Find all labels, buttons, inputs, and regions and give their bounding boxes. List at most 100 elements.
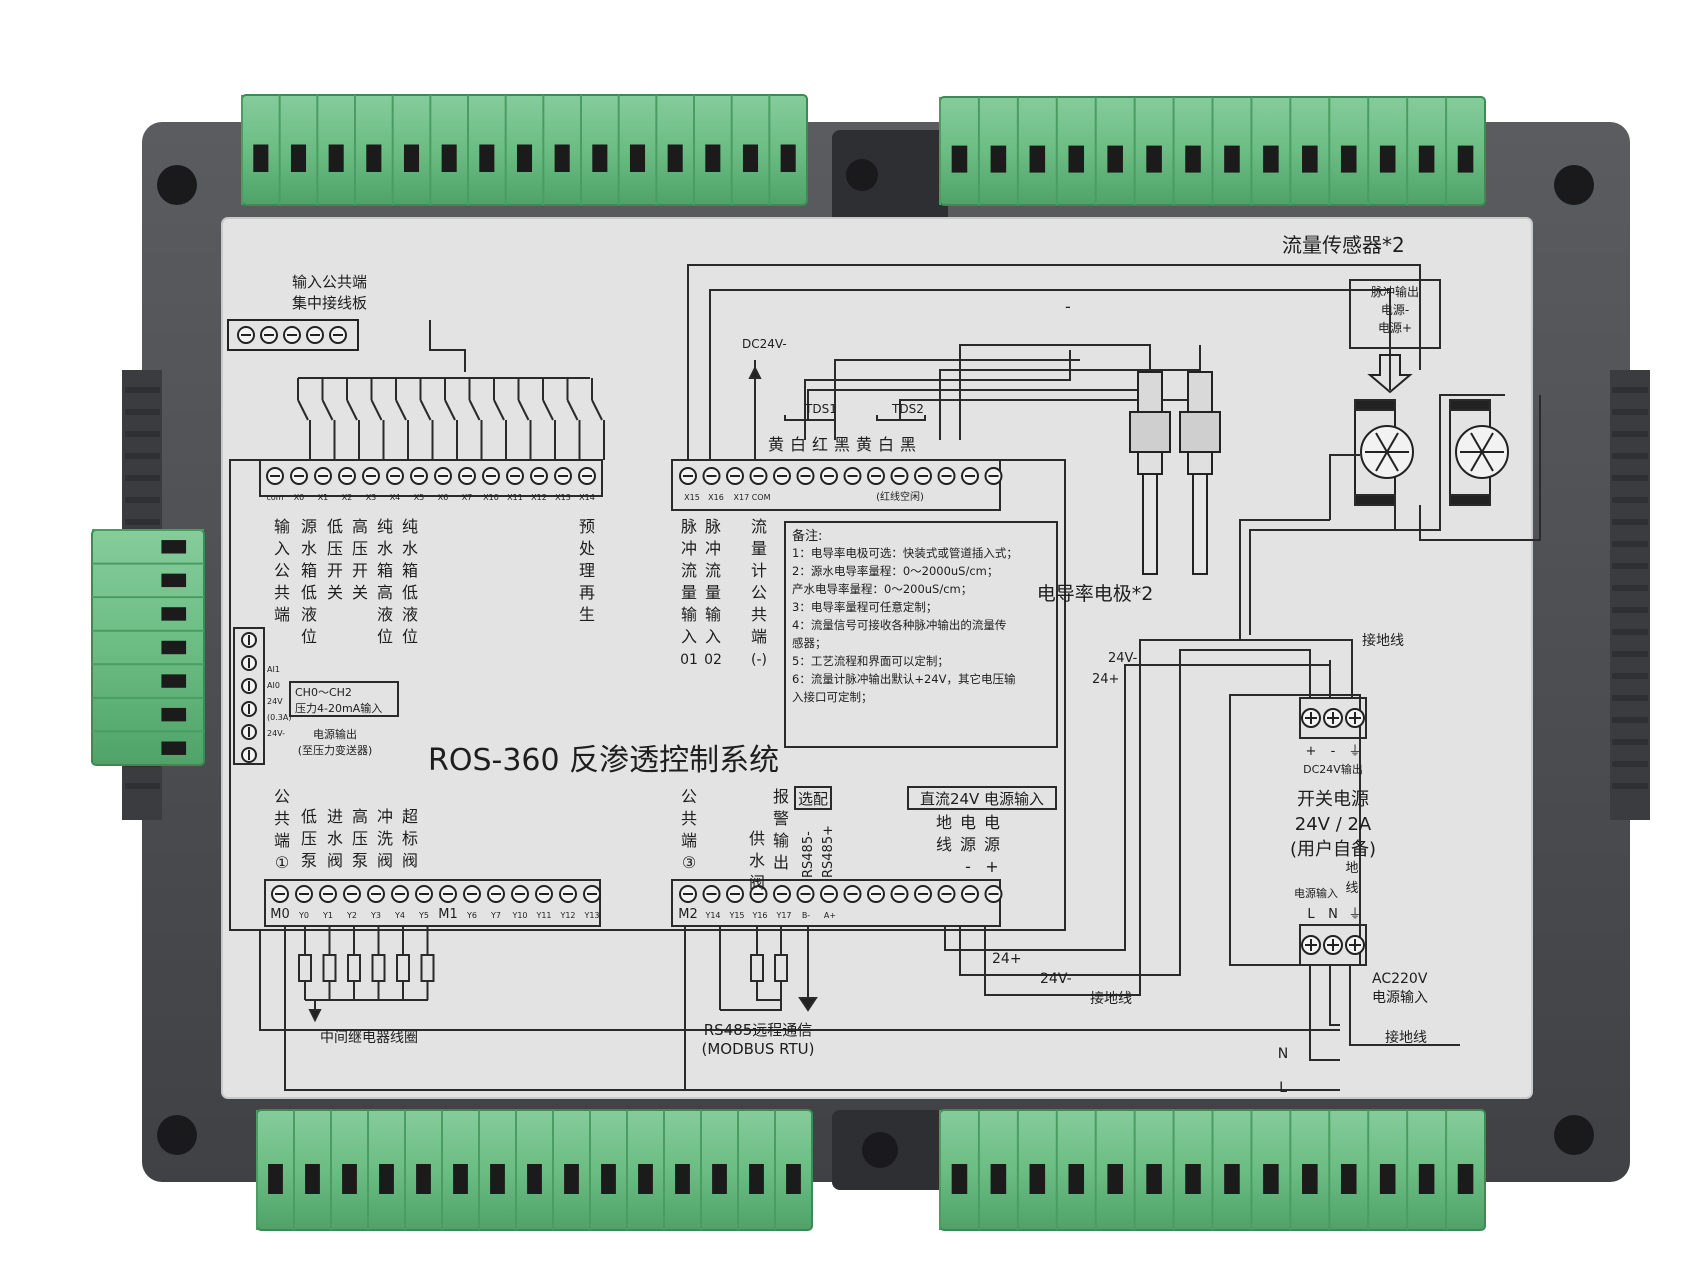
pulse-column-label: 冲 bbox=[681, 539, 697, 558]
notes-line: 入接口可定制； bbox=[792, 690, 873, 704]
wire bbox=[1349, 965, 1460, 1046]
output2-column-label: ③ bbox=[682, 853, 696, 872]
terminal-screw-slot bbox=[1379, 145, 1396, 173]
input-column-label: 位 bbox=[402, 627, 418, 646]
input-column-label: 箱 bbox=[402, 561, 418, 580]
wire bbox=[419, 399, 432, 421]
input-column-label: 水 bbox=[377, 539, 393, 558]
optional-label: 选配 bbox=[798, 790, 828, 808]
terminal-screw-slot bbox=[705, 144, 721, 172]
output-column-label: 阀 bbox=[402, 851, 418, 870]
notes-line: 感器； bbox=[792, 636, 827, 650]
psu-note: (用户自备) bbox=[1290, 839, 1376, 860]
terminal-screw-slot bbox=[1185, 145, 1201, 173]
input-column-label: 位 bbox=[377, 627, 393, 646]
terminal-screw-slot bbox=[1418, 145, 1435, 173]
terminal-screw-slot bbox=[342, 1164, 357, 1194]
output-column-label: 压 bbox=[301, 829, 317, 848]
analog-terminal-strip bbox=[233, 627, 265, 765]
pulse-column-label: 端 bbox=[751, 627, 767, 646]
terminal-screw-slot bbox=[667, 144, 683, 172]
terminal-screw-slot bbox=[780, 144, 796, 172]
wire bbox=[939, 369, 1200, 440]
terminal-screw-slot bbox=[328, 144, 344, 172]
output-terminal-label: Y13 bbox=[583, 911, 599, 920]
input-terminal-label: com bbox=[266, 493, 283, 502]
dc24-input-label: 源 bbox=[960, 835, 976, 854]
input-column-label: 低 bbox=[327, 517, 343, 536]
flow-sensor bbox=[1449, 399, 1509, 506]
common-board-box bbox=[227, 319, 359, 351]
rs485-label: RS485- bbox=[801, 831, 816, 878]
terminal-screw-slot bbox=[601, 1164, 616, 1194]
input-column-label: 低 bbox=[402, 583, 418, 602]
psu-rating: 24V / 2A bbox=[1295, 814, 1372, 835]
psu-power-input: 电源输入 bbox=[1294, 886, 1338, 900]
input-terminal-label: X2 bbox=[342, 493, 353, 502]
psu-ac-terminal-label: ⏚ bbox=[1348, 907, 1361, 922]
right-wire-label: 24V- bbox=[1108, 651, 1138, 666]
terminal-screw-slot bbox=[453, 1164, 468, 1194]
pulse-column-label: 脉 bbox=[705, 517, 721, 536]
psu-ac-terminal-label: L bbox=[1307, 907, 1315, 922]
pulse-terminal-strip bbox=[671, 459, 1001, 511]
terminal-screw-slot bbox=[1457, 145, 1474, 173]
input-terminal-label: X4 bbox=[390, 493, 401, 502]
input-column-label: 高 bbox=[352, 517, 368, 536]
pulse-column-label: 公 bbox=[751, 583, 767, 602]
input-column-label: 位 bbox=[301, 627, 317, 646]
output2-column-label: 出 bbox=[773, 853, 789, 872]
terminal-screw-slot bbox=[629, 144, 646, 172]
right-wire-label: 接地线 bbox=[1362, 632, 1404, 649]
input-column-label: 压 bbox=[352, 539, 368, 558]
common-board-label: 集中接线板 bbox=[292, 294, 367, 312]
input-terminal-label: X10 bbox=[483, 493, 499, 502]
terminal-screw-slot bbox=[1029, 145, 1046, 173]
dc24-input-label: + bbox=[985, 857, 998, 876]
probe-stem bbox=[1142, 473, 1158, 575]
terminal-screw-slot bbox=[951, 1164, 968, 1194]
pulse-column-label: 入 bbox=[705, 627, 721, 646]
output2-terminal-label: Y14 bbox=[704, 911, 720, 920]
analog-label: (0.3A) bbox=[267, 713, 291, 722]
dc24-input-label: 源 bbox=[984, 835, 1000, 854]
pulse-column-label: 01 bbox=[680, 652, 698, 668]
wire-label: 接地线 bbox=[1090, 990, 1132, 1007]
output2-terminal-label: Y15 bbox=[728, 911, 744, 920]
terminal-screw-slot bbox=[592, 144, 608, 172]
terminal-screw-slot bbox=[1340, 145, 1357, 173]
wire bbox=[444, 399, 456, 421]
terminal-screw-slot bbox=[1418, 1164, 1435, 1194]
terminal-screw-slot bbox=[305, 1164, 320, 1194]
output-terminal-label: Y1 bbox=[322, 911, 333, 920]
probe-head bbox=[1137, 371, 1163, 413]
output2-column-label: 水 bbox=[749, 851, 765, 870]
wire bbox=[517, 399, 530, 421]
wire bbox=[984, 639, 1230, 996]
terminal-screw-slot bbox=[161, 674, 187, 688]
output-column-label: 端 bbox=[274, 831, 290, 850]
output-column-label: 进 bbox=[327, 807, 343, 826]
analog-box-label: 压力4-20mA输入 bbox=[295, 701, 382, 715]
input-column-label: 预 bbox=[579, 517, 595, 536]
wire bbox=[756, 981, 782, 1001]
terminal-screw-slot bbox=[1068, 1164, 1085, 1194]
input-column-label: 再 bbox=[579, 583, 595, 602]
notes-title: 备注: bbox=[792, 528, 822, 544]
flow-sensor-title: 流量传感器*2 bbox=[1282, 233, 1405, 257]
output2-column-label: 端 bbox=[681, 831, 697, 850]
input-column-label: 高 bbox=[377, 583, 393, 602]
probe-head bbox=[1187, 371, 1213, 413]
input-column-label: 低 bbox=[301, 583, 317, 602]
output-column-label: 公 bbox=[274, 787, 290, 806]
output2-terminal-label: M2 bbox=[678, 907, 698, 922]
wire bbox=[370, 399, 383, 421]
terminal-screw-slot bbox=[268, 1164, 283, 1194]
terminal-screw-slot bbox=[253, 144, 269, 172]
controller-outline bbox=[229, 459, 1066, 931]
wire bbox=[959, 649, 1311, 976]
notes-line: 产水电导率量程：0～200uS/cm； bbox=[792, 582, 972, 596]
wire bbox=[1309, 965, 1340, 1061]
pulse-column-label: 冲 bbox=[705, 539, 721, 558]
